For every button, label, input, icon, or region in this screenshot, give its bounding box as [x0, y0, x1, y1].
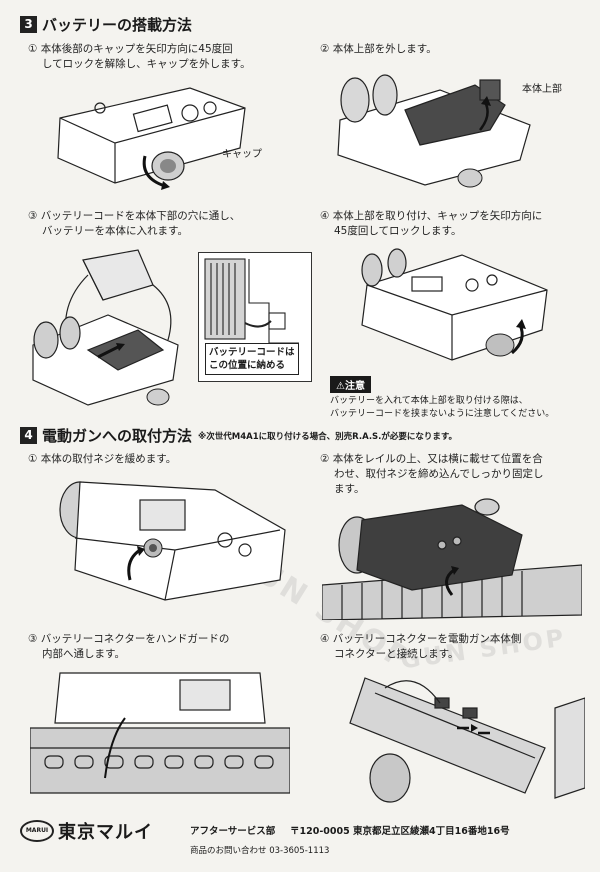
caution-badge: ⚠注意	[330, 376, 371, 393]
marui-logo: MARUI	[20, 820, 54, 842]
figure-remove-upper	[330, 70, 575, 190]
figure-loosen-screw	[45, 470, 295, 610]
figure-route-connector	[30, 668, 290, 803]
figure-insert-battery	[28, 245, 193, 410]
after-service-label: アフターサービス部	[190, 826, 276, 837]
callout-cap: キャップ	[222, 149, 262, 160]
figure-remove-cap	[40, 78, 265, 193]
step-4-1: ① 本体の取付ネジを緩めます。	[28, 453, 177, 465]
callout-upper-body: 本体上部	[522, 84, 562, 95]
section-4-header: 4 電動ガンへの取付方法 ※次世代M4A1に取り付ける場合、別売R.A.S.が必…	[20, 425, 457, 446]
section-3-header: 3 バッテリーの搭載方法	[20, 14, 192, 35]
section-3-title: バッテリーの搭載方法	[42, 16, 193, 34]
figure-mount-on-rail	[322, 495, 582, 620]
contact-phone: 商品のお問い合わせ 03-3605-1113	[190, 846, 330, 856]
step-3-4: ④ 本体上部を取り付け、キャップを矢印方向に 45度回してロックします。	[320, 210, 543, 237]
step-4-4: ④ バッテリーコネクターを電動ガン本体側 コネクターと接続します。	[320, 633, 522, 660]
step-3-2: ② 本体上部を外します。	[320, 43, 437, 55]
brand-name: 東京マルイ	[58, 822, 153, 843]
section-4-number: 4	[20, 427, 37, 444]
inset-cord-position: バッテリーコードは この位置に納める	[198, 252, 312, 382]
step-4-3: ③ バッテリーコネクターをハンドガードの 内部へ通します。	[28, 633, 230, 660]
step-3-3: ③ バッテリーコードを本体下部の穴に通し、 バッテリーを本体に入れます。	[28, 210, 241, 237]
figure-connect-connector	[345, 668, 585, 808]
caution-box: ⚠注意 バッテリーを入れて本体上部を取り付ける際は、 バッテリーコードを挟まない…	[330, 374, 585, 421]
caution-text: バッテリーを入れて本体上部を取り付ける際は、 バッテリーコードを挟まないように注…	[330, 396, 555, 419]
step-3-1: ① 本体後部のキャップを矢印方向に45度回 してロックを解除し、キャップを外しま…	[28, 43, 251, 70]
section-3-number: 3	[20, 16, 37, 33]
inset-label: バッテリーコードは この位置に納める	[205, 343, 299, 375]
section-4-title: 電動ガンへの取付方法	[42, 427, 193, 445]
section-4-note: ※次世代M4A1に取り付ける場合、別売R.A.S.が必要になります。	[198, 431, 458, 442]
step-4-2: ② 本体をレイルの上、又は横に載せて位置を合 わせ、取付ネジを締め込んでしっかり…	[320, 453, 544, 495]
figure-reattach-upper	[352, 245, 557, 365]
footer: MARUI 東京マルイ アフターサービス部 〒120-0005 東京都足立区綾瀬…	[20, 818, 590, 862]
address: 〒120-0005 東京都足立区綾瀬4丁目16番地16号	[290, 826, 510, 837]
